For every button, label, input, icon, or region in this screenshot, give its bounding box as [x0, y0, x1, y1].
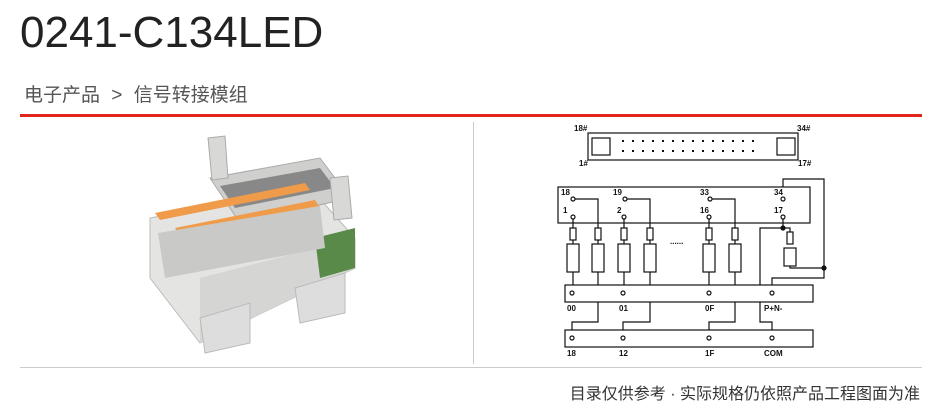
vertical-divider	[473, 122, 474, 364]
connector-label: 1#	[579, 159, 588, 168]
terminal-label: 0F	[705, 304, 714, 313]
terminal-label: 00	[567, 304, 576, 313]
breadcrumb-category[interactable]: 电子产品	[24, 85, 101, 106]
terminal-label: 18	[567, 349, 576, 358]
pin-label: 19	[613, 188, 622, 197]
breadcrumb: 电子产品 > 信号转接模组	[24, 80, 254, 107]
pin-label: 2	[617, 206, 622, 215]
terminal-label: 01	[619, 304, 628, 313]
accent-divider	[20, 114, 922, 117]
connector-label: 17#	[798, 159, 812, 168]
pin-label: 17	[774, 206, 783, 215]
ellipsis: ......	[670, 237, 683, 246]
breadcrumb-current: 信号转接模组	[133, 85, 248, 106]
terminal-label: COM	[764, 349, 783, 358]
connector-label: 18#	[574, 124, 588, 133]
idc-connector: 18# 34# 1# 17#	[574, 124, 812, 168]
connector-label: 34#	[797, 124, 811, 133]
pin-label: 16	[700, 206, 709, 215]
terminal-label: P+N-	[764, 304, 783, 313]
pin-labels: 18 19 33 34 1 2 16 17	[561, 188, 783, 215]
product-image	[149, 135, 356, 354]
footer-note: 目录仅供参考 · 实际规格仍依照产品工程图面为准	[569, 386, 920, 403]
pin-label: 1	[563, 206, 568, 215]
terminal-label: 1F	[705, 349, 714, 358]
pin-label: 18	[561, 188, 570, 197]
pin-label: 33	[700, 188, 709, 197]
terminal-label: 12	[619, 349, 628, 358]
breadcrumb-separator: >	[111, 85, 123, 106]
pin-label: 34	[774, 188, 783, 197]
footer-divider	[20, 367, 922, 368]
page-title: 0241-C134LED	[20, 8, 324, 57]
